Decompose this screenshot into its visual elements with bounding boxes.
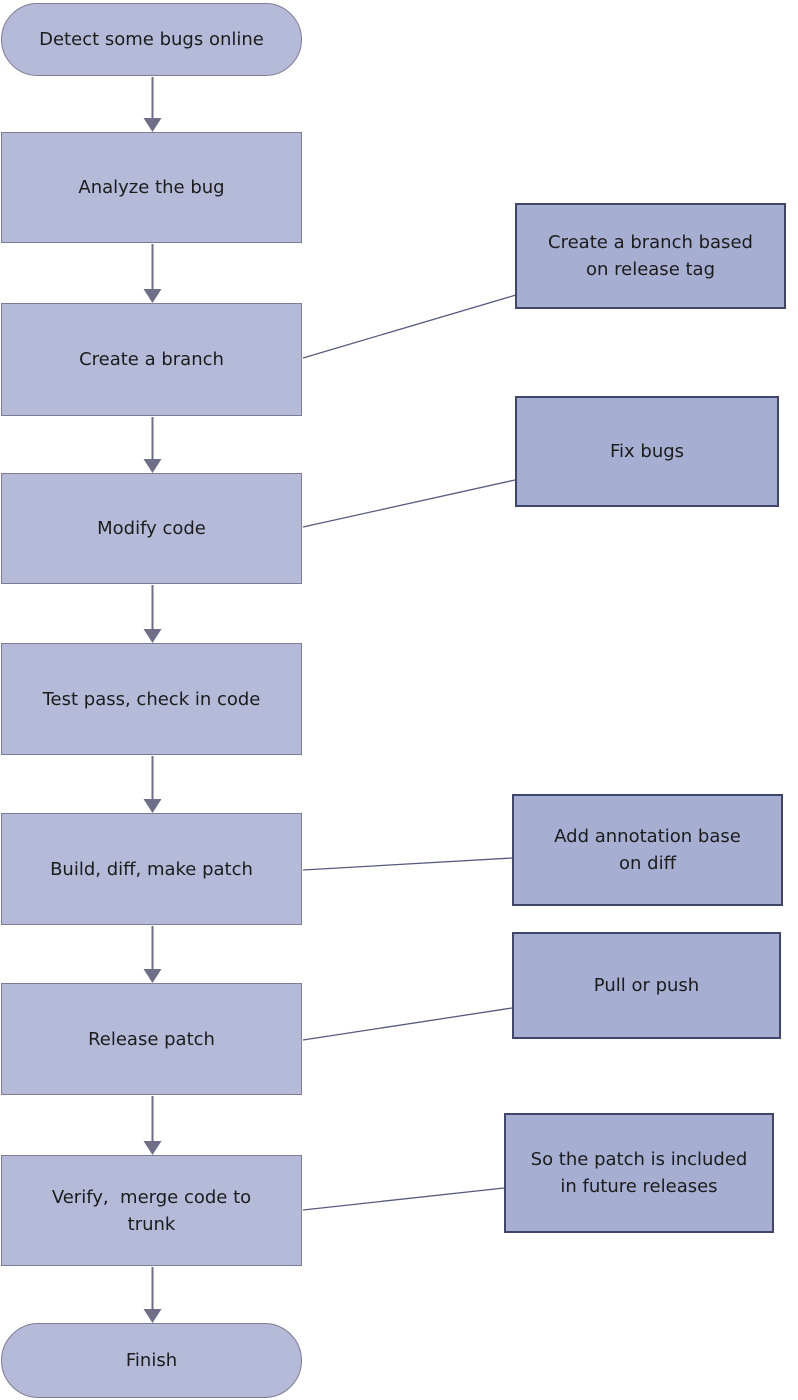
annotation-connector-verify	[302, 1187, 505, 1211]
flow-node-label: Detect some bugs online	[39, 29, 264, 50]
annotation-fix-bugs: Fix bugs	[515, 396, 779, 507]
annotation-create-branch-based-on-release-tag: Create a branch based on release tag	[515, 203, 786, 309]
flow-node-label: Create a branch	[79, 349, 224, 370]
annotation-connector-branch	[302, 294, 517, 359]
flow-node-label: Build, diff, make patch	[50, 858, 253, 880]
flow-node-test-pass-check-in-code: Test pass, check in code	[1, 643, 302, 755]
annotation-patch-included-in-future-releases: So the patch is included in future relea…	[504, 1113, 774, 1233]
flow-arrow-modify-test	[143, 585, 162, 643]
flow-arrow-analyze-branch	[143, 244, 162, 303]
annotation-pull-or-push: Pull or push	[512, 932, 781, 1039]
flow-node-build-diff-make-patch: Build, diff, make patch	[1, 813, 302, 925]
flow-node-label: Test pass, check in code	[42, 688, 261, 710]
flow-node-start: Detect some bugs online	[1, 3, 302, 76]
annotation-label: Pull or push	[593, 975, 700, 996]
flow-arrow-branch-modify	[143, 417, 162, 473]
flow-arrow-release-verify	[143, 1096, 162, 1155]
flow-arrow-start-analyze	[143, 77, 162, 132]
flow-node-label: Release patch	[88, 1028, 215, 1050]
annotation-label: Create a branch based on release tag	[548, 232, 759, 280]
flow-arrow-build-release	[143, 926, 162, 983]
flow-node-analyze-the-bug: Analyze the bug	[1, 132, 302, 243]
flow-node-label: Analyze the bug	[78, 177, 225, 198]
annotation-connector-release	[302, 1007, 513, 1041]
flow-node-label: Modify code	[97, 518, 206, 539]
annotation-label: So the patch is included in future relea…	[530, 1149, 754, 1197]
flow-arrow-verify-finish	[143, 1267, 162, 1323]
flow-node-modify-code: Modify code	[1, 473, 302, 584]
flow-node-verify-merge-code-to-trunk: Verify, merge code to trunk	[1, 1155, 302, 1266]
annotation-label: Add annotation base on diff	[554, 826, 747, 874]
annotation-connector-modify	[302, 479, 516, 528]
flow-node-finish: Finish	[1, 1323, 302, 1398]
flow-node-label: Verify, merge code to trunk	[51, 1186, 257, 1235]
annotation-label: Fix bugs	[609, 441, 685, 462]
annotation-add-annotation-base-on-diff: Add annotation base on diff	[512, 794, 783, 906]
flow-node-create-a-branch: Create a branch	[1, 303, 302, 416]
flow-node-release-patch: Release patch	[1, 983, 302, 1095]
annotation-connector-build	[302, 857, 513, 871]
flow-node-label: Finish	[125, 1350, 178, 1371]
flow-arrow-test-build	[143, 756, 162, 813]
